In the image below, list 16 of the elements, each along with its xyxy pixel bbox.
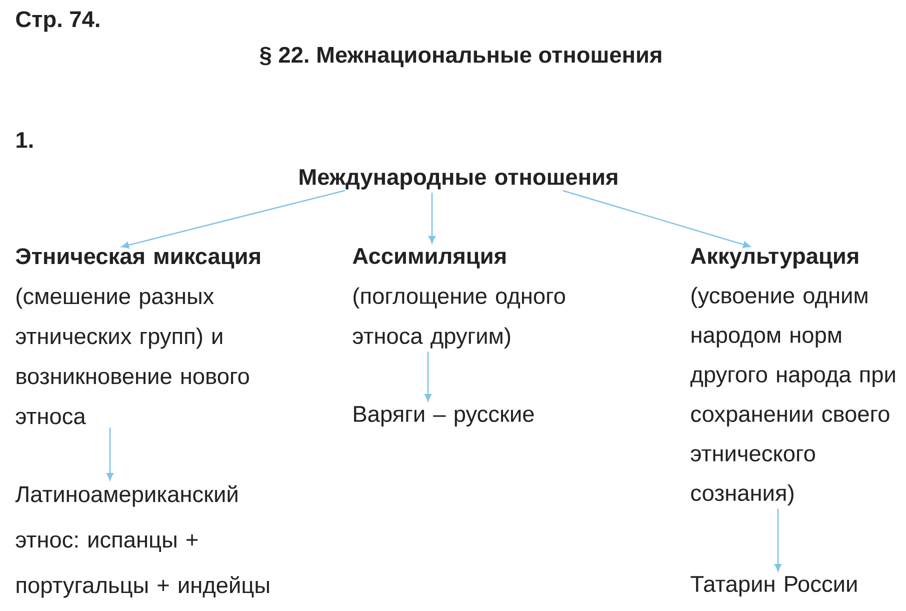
- task-number: 1.: [16, 132, 33, 148]
- arrow: [562, 190, 751, 248]
- arrow: [106, 427, 114, 480]
- arrow: [774, 508, 782, 572]
- concept-text: Варяги – русские: [354, 406, 534, 426]
- concept-text: Латиноамериканский этнос: испанцы + португальцы + индейцы: [15, 485, 269, 598]
- concept-text: Этническая миксация (смешение разных этнических групп) и возникновение нового этноса: [16, 248, 260, 424]
- concept-text: Аккультурация (усвоение одним народом норм другого народа при сохранении своего этнического сознания): [690, 248, 895, 506]
- arrow: [424, 352, 432, 402]
- arrow: [428, 192, 436, 244]
- page-number: Стр. 74.: [16, 11, 100, 32]
- concept-text: Международные отношения: [300, 169, 618, 190]
- arrow: [121, 190, 346, 249]
- concept-text: Ассимиляция (поглощение одного этноса другим): [352, 248, 565, 348]
- title: § 22. Межнациональные отношения: [260, 46, 662, 68]
- concept-text: Татарин России: [690, 576, 857, 596]
